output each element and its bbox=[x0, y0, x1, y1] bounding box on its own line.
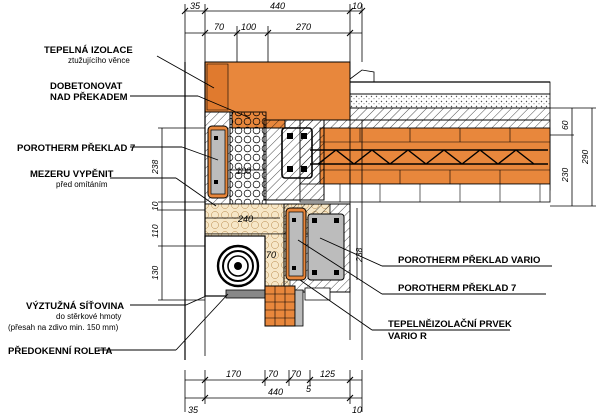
dim-bottom-170: 170 bbox=[226, 369, 241, 379]
label-vyztuzna-sub-2: (přesah na zdivo min. 150 mm) bbox=[8, 323, 119, 332]
ceiling-structure bbox=[299, 119, 551, 203]
labels: TEPELNÁ IZOLACE ztužujícího věnce DOBETO… bbox=[8, 45, 540, 357]
label-porotherm-prekad-7-right: POROTHERM PŘEKLAD 7 bbox=[398, 282, 516, 294]
label-porotherm-prekad-vario: POROTHERM PŘEKLAD VARIO bbox=[398, 254, 540, 266]
dim-bottom-5: 5 bbox=[306, 384, 312, 394]
dim-bottom-70a: 70 bbox=[268, 369, 278, 379]
dim-inner-70: 70 bbox=[266, 250, 276, 260]
label-tepelneizolacni-2: VARIO R bbox=[388, 331, 427, 342]
dim-bottom-10: 10 bbox=[352, 405, 362, 415]
dim-top-440: 440 bbox=[270, 1, 285, 11]
dim-right-230: 230 bbox=[560, 168, 570, 183]
dim-inner-100: 100 bbox=[236, 166, 251, 176]
wall-outline bbox=[184, 62, 363, 360]
dim-top-100: 100 bbox=[241, 22, 256, 32]
leader-lines bbox=[98, 55, 552, 351]
dim-left-110: 110 bbox=[150, 224, 160, 238]
dim-left-238: 238 bbox=[150, 160, 160, 175]
window-frame bbox=[264, 285, 331, 327]
label-porotherm-prekad-7-left: POROTHERM PŘEKLAD 7 bbox=[17, 142, 135, 154]
dim-bottom-35: 35 bbox=[188, 405, 199, 415]
dim-top-10: 10 bbox=[352, 1, 362, 11]
dim-inner-240: 240 bbox=[237, 214, 253, 224]
label-mezeru-vypenit: MEZERU VYPĚNIT bbox=[30, 168, 114, 180]
lintel-left-column bbox=[204, 111, 267, 205]
dim-bottom-440: 440 bbox=[268, 387, 283, 397]
top-dimensions: 35 440 10 70 100 270 bbox=[181, 1, 366, 62]
dim-right-60: 60 bbox=[560, 120, 570, 130]
dim-bottom-70b: 70 bbox=[291, 369, 301, 379]
left-dimensions: 238 10 110 130 bbox=[150, 127, 205, 301]
dim-top-270: 270 bbox=[295, 22, 311, 32]
label-tepelna-izolace: TEPELNÁ IZOLACE bbox=[44, 45, 133, 56]
label-vyztuzna-sub-1: do stěrkové hmoty bbox=[56, 312, 121, 321]
label-tepelna-izolace-sub: ztužujícího věnce bbox=[68, 56, 130, 65]
dim-left-10: 10 bbox=[150, 201, 160, 211]
label-dobetonovat-2: NAD PŘEKADEM bbox=[50, 91, 128, 103]
floor-layers bbox=[349, 69, 551, 121]
ring-beam bbox=[263, 119, 325, 201]
dim-right-290: 290 bbox=[580, 150, 590, 165]
masonry-above bbox=[204, 61, 351, 129]
dim-top-70: 70 bbox=[214, 22, 224, 32]
label-mezeru-vypenit-sub: před omítáním bbox=[56, 180, 108, 189]
label-tepelneizolacni-1: TEPELNĚIZOLAČNÍ PRVEK bbox=[388, 318, 512, 330]
bottom-dimensions: 170 70 70 125 5 440 35 10 bbox=[184, 369, 363, 415]
label-predokenni-roleta: PŘEDOKENNÍ ROLETA bbox=[8, 345, 112, 357]
dim-left-130: 130 bbox=[150, 266, 160, 280]
right-dimensions: 60 230 290 bbox=[550, 107, 596, 207]
roller-shutter-box bbox=[204, 235, 267, 299]
lintel-vario bbox=[283, 203, 351, 293]
label-dobetonovat-1: DOBETONOVAT bbox=[50, 81, 123, 92]
dim-top-35: 35 bbox=[190, 1, 201, 11]
dim-bottom-125: 125 bbox=[320, 369, 336, 379]
label-vyztuzna-sitovina: VÝZTUŽNÁ SÍŤOVINA bbox=[26, 300, 124, 312]
